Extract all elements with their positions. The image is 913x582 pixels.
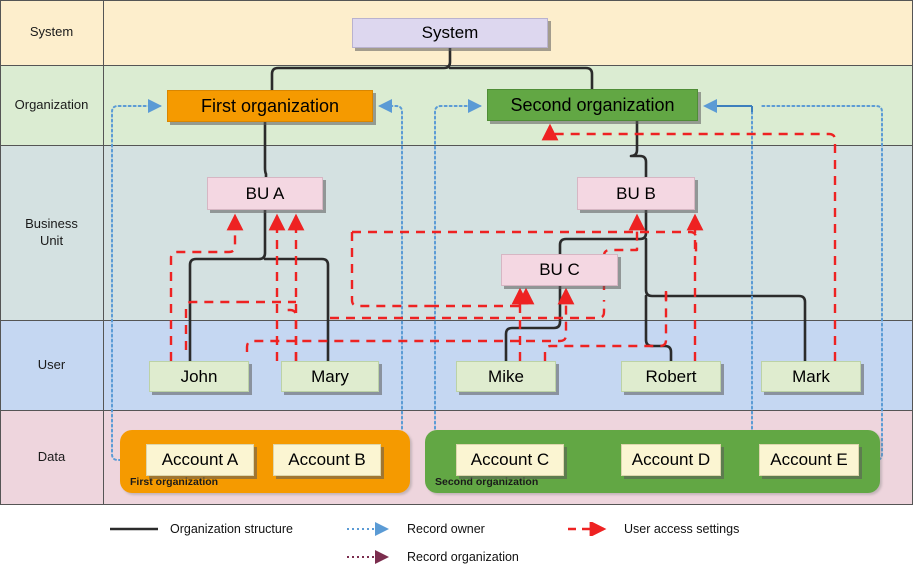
node-account-c[interactable]: Account C <box>456 444 564 476</box>
structure-connectors <box>188 46 807 363</box>
legend: Organization structure Record owner <box>0 508 913 582</box>
node-second-organization[interactable]: Second organization <box>487 89 698 121</box>
node-bu-b[interactable]: BU B <box>577 177 695 210</box>
legend-item-record-organization: Record organization <box>345 550 519 564</box>
node-account-b[interactable]: Account B <box>273 444 381 476</box>
node-bu-a[interactable]: BU A <box>207 177 323 210</box>
legend-label-record-organization: Record organization <box>407 550 519 564</box>
band-backgrounds <box>0 0 913 505</box>
legend-item-record-owner: Record owner <box>345 522 485 536</box>
legend-label-record-owner: Record owner <box>407 522 485 536</box>
legend-item-user-access-settings: User access settings <box>562 522 739 536</box>
legend-arrow-dashed-red-icon <box>562 522 614 536</box>
legend-arrow-dotted-blue-icon <box>345 522 397 536</box>
org-container-first-caption: First organization <box>130 476 219 488</box>
node-user-john[interactable]: John <box>149 361 249 392</box>
node-account-a[interactable]: Account A <box>146 444 254 476</box>
node-user-robert[interactable]: Robert <box>621 361 721 392</box>
legend-label-user-access-settings: User access settings <box>624 522 740 536</box>
node-account-d[interactable]: Account D <box>621 444 721 476</box>
node-user-mary[interactable]: Mary <box>281 361 379 392</box>
legend-line-solid-icon <box>108 522 160 536</box>
legend-item-organization-structure: Organization structure <box>108 522 293 536</box>
node-system[interactable]: System <box>352 18 548 48</box>
legend-arrow-dotted-maroon-icon <box>345 550 397 564</box>
node-user-mike[interactable]: Mike <box>456 361 556 392</box>
node-bu-c[interactable]: BU C <box>501 254 618 286</box>
node-first-organization[interactable]: First organization <box>167 90 373 122</box>
node-user-mark[interactable]: Mark <box>761 361 861 392</box>
org-container-second-caption: Second organization <box>435 476 539 488</box>
user-access-connectors <box>169 123 837 361</box>
record-owner-solid-segment <box>703 99 753 113</box>
legend-label-organization-structure: Organization structure <box>170 522 293 536</box>
node-account-e[interactable]: Account E <box>759 444 859 476</box>
